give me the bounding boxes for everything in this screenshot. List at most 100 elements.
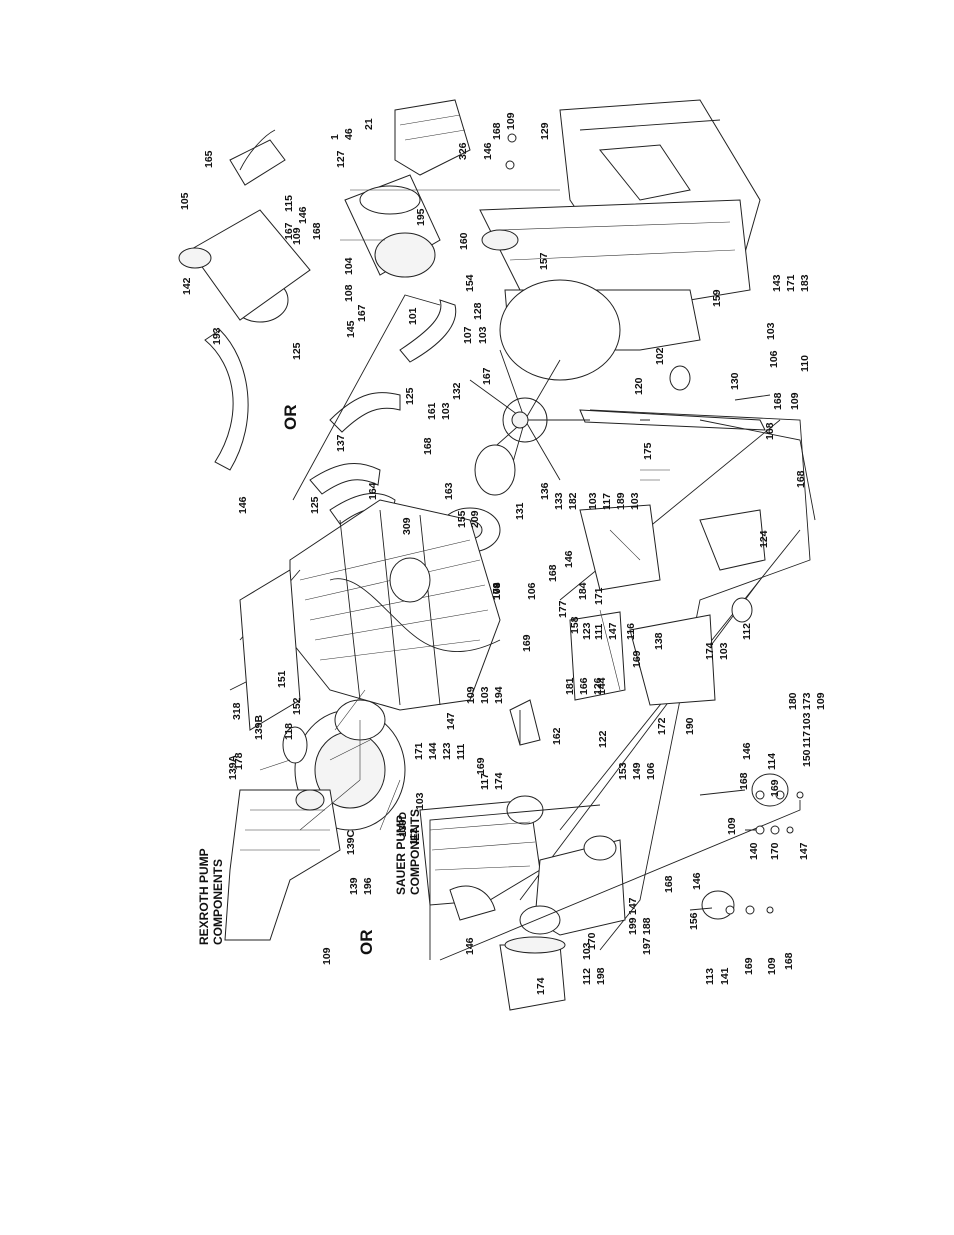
callout-number: 109 xyxy=(505,112,517,130)
callout-number: 175 xyxy=(642,442,654,460)
callout-number: 152 xyxy=(291,697,303,715)
sauer-pump xyxy=(419,795,801,1011)
callout-number: 180 xyxy=(787,692,799,710)
callout-number: 105 xyxy=(179,192,191,210)
callout-number: 107 xyxy=(462,326,474,344)
callout-number: 194 xyxy=(493,686,505,704)
callout-number: 177 xyxy=(557,600,569,618)
callout-number: 103 xyxy=(587,492,599,510)
rexroth-pump xyxy=(224,789,341,941)
callout-number: 195 xyxy=(415,208,427,226)
callout-number: 133 xyxy=(553,492,565,510)
callout-number: 106 xyxy=(645,762,657,780)
callout-number: 174 xyxy=(535,977,547,995)
callout-number: 318 xyxy=(231,702,243,720)
callout-number: 198 xyxy=(595,967,607,985)
callout-number: 143 xyxy=(771,274,783,292)
callout-number: 157 xyxy=(538,252,550,270)
callout-number: 136 xyxy=(539,482,551,500)
callout-number: 111 xyxy=(455,743,467,760)
sauer-heading-line2: COMPONENTS xyxy=(408,809,422,895)
callout-number: 168 xyxy=(772,392,784,410)
callout-number: 112 xyxy=(581,968,593,985)
callout-number: 146 xyxy=(297,206,309,224)
callout-number: 169 xyxy=(475,757,487,775)
callout-number: 153 xyxy=(617,762,629,780)
callout-number: 109 xyxy=(321,947,333,965)
callout-number: 169 xyxy=(743,957,755,975)
callout-number: 151 xyxy=(276,670,288,688)
callout-number: 132 xyxy=(451,382,463,400)
callout-number: 147 xyxy=(445,712,457,730)
callout-number: 146 xyxy=(464,937,476,955)
callout-number: 102 xyxy=(654,347,666,365)
intake-manifold xyxy=(394,99,471,176)
callout-number: 171 xyxy=(413,742,425,760)
intake-hoses xyxy=(204,294,457,525)
or-label-hose: OR xyxy=(281,405,300,431)
callout-number: 159 xyxy=(711,289,723,307)
callout-number: 183 xyxy=(799,274,811,292)
callout-number: 168 xyxy=(738,772,750,790)
callout-number: 123 xyxy=(581,622,593,640)
callout-number: 103 xyxy=(440,402,452,420)
radiator-shroud xyxy=(479,99,761,381)
callout-number: 173 xyxy=(801,692,813,710)
callout-number: 167 xyxy=(283,222,295,240)
callout-number: 168 xyxy=(764,422,776,440)
callout-number: 103 xyxy=(581,942,593,960)
callout-number: 172 xyxy=(656,717,668,735)
callout-number: 103 xyxy=(801,712,813,730)
callout-number: 168 xyxy=(783,952,795,970)
callout-number: 145 xyxy=(345,320,357,338)
or-label-pump: OR xyxy=(357,930,376,956)
callout-number: 174 xyxy=(491,582,503,600)
callout-number: 101 xyxy=(407,307,419,325)
fasteners xyxy=(505,133,804,915)
callout-number: 116 xyxy=(625,623,637,640)
callout-number: 147 xyxy=(627,897,639,915)
callout-number: 111 xyxy=(593,623,605,640)
callout-number: 167 xyxy=(481,367,493,385)
callout-number: 126 xyxy=(592,677,604,695)
callout-number: 106 xyxy=(526,582,538,600)
callout-number: 167 xyxy=(356,304,368,322)
callout-number: 109 xyxy=(726,817,738,835)
callout-number: 112 xyxy=(408,828,420,845)
callout-number: 109 xyxy=(815,692,827,710)
callout-number: 103 xyxy=(765,322,777,340)
callout-number: 170 xyxy=(586,932,598,950)
callout-number: 199 xyxy=(627,917,639,935)
callout-number: 104 xyxy=(343,257,355,275)
air-cleaner-assembly xyxy=(178,129,311,323)
air-cleaner-127 xyxy=(344,174,441,278)
callout-number: 168 xyxy=(795,470,807,488)
callout-number: 103 xyxy=(479,686,491,704)
callout-number: 110 xyxy=(799,355,811,372)
callout-number: 103 xyxy=(718,642,730,660)
callout-number: 189 xyxy=(615,492,627,510)
callout-number: 171 xyxy=(785,274,797,292)
callout-number: 168 xyxy=(422,437,434,455)
callout-number: 147 xyxy=(798,842,810,860)
callout-number: 178 xyxy=(233,752,245,770)
callout-number: 1 xyxy=(329,134,341,140)
callout-number: 170 xyxy=(769,842,781,860)
callout-number: 171 xyxy=(593,587,605,605)
callout-number: 169 xyxy=(521,634,533,652)
callout-number: 117 xyxy=(479,773,491,790)
callout-number: 123 xyxy=(441,742,453,760)
callout-number: 156 xyxy=(688,912,700,930)
callout-number: 169 xyxy=(631,650,643,668)
callout-number: 138 xyxy=(653,632,665,650)
callout-number: 184 xyxy=(577,582,589,600)
callout-number: 197 xyxy=(641,937,653,955)
callout-number: 106 xyxy=(768,350,780,368)
callout-number: 146 xyxy=(563,550,575,568)
callout-number: 130 xyxy=(729,372,741,390)
callout-number: 127 xyxy=(335,150,347,168)
callout-number: 21 xyxy=(363,118,375,130)
callout-number: 150 xyxy=(801,749,813,767)
